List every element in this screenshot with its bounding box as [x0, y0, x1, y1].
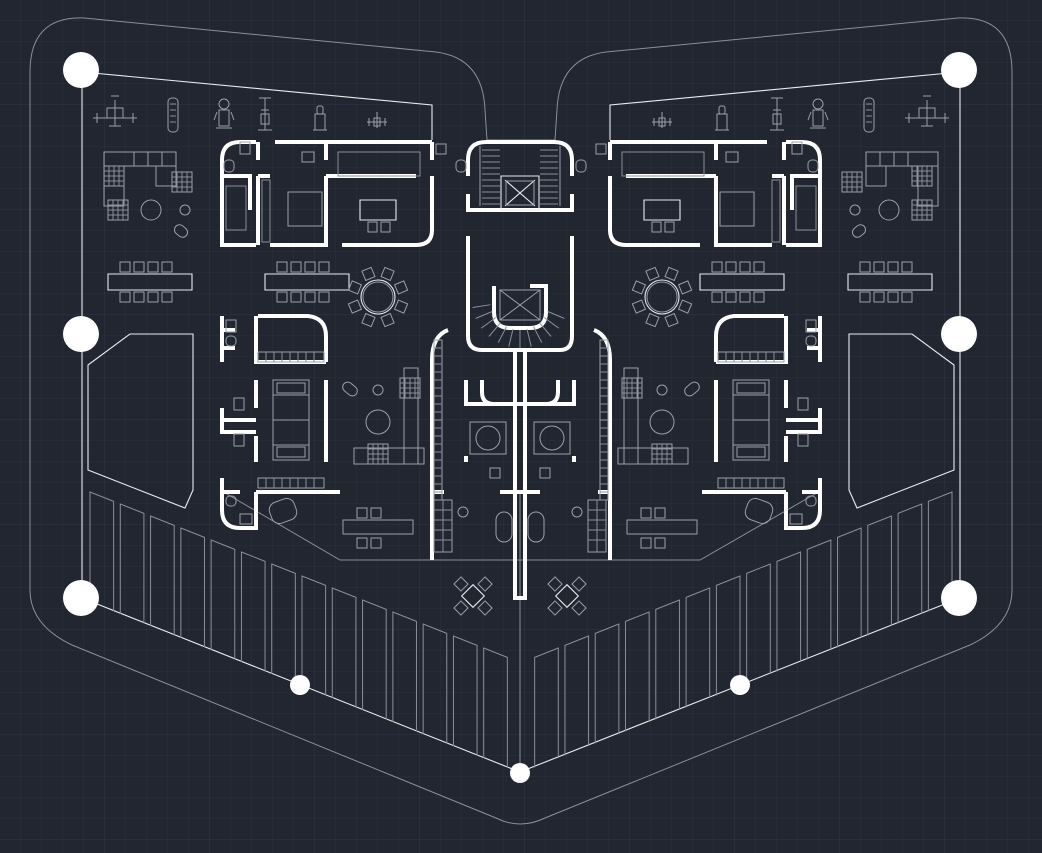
parking-bay	[393, 612, 417, 731]
column-marker-icon[interactable]	[290, 675, 310, 695]
parking-bay	[363, 600, 387, 719]
parking-bay	[898, 504, 922, 623]
parking-bay	[181, 528, 205, 647]
stair-icon	[501, 176, 539, 210]
column-marker-icon[interactable]	[63, 580, 99, 616]
parking-bay	[928, 492, 952, 611]
parking-bay	[656, 600, 680, 719]
parking-bay	[868, 516, 892, 635]
dining-table-icon	[632, 267, 691, 326]
parking-bay	[535, 648, 559, 767]
parking-bay	[626, 612, 650, 731]
layer-stair-core	[473, 146, 565, 348]
parking-bay	[777, 552, 801, 671]
parking-bay	[686, 588, 710, 707]
parking-bay	[211, 540, 235, 659]
parking-bay	[90, 492, 114, 611]
dining-table-icon	[348, 267, 407, 326]
parking-bay	[120, 504, 144, 623]
column-marker-icon[interactable]	[63, 52, 99, 88]
column-marker-icon[interactable]	[730, 675, 750, 695]
parking-bay	[484, 648, 508, 767]
parking-bay	[241, 552, 265, 671]
parking-bay	[747, 564, 771, 683]
parking-bay	[332, 588, 356, 707]
layer-furniture	[103, 142, 939, 627]
parking-bay	[302, 576, 326, 695]
parking-bay	[595, 624, 619, 743]
column-marker-icon[interactable]	[63, 316, 99, 352]
parking-bay	[453, 636, 477, 755]
column-marker-icon[interactable]	[941, 52, 977, 88]
column-marker-icon[interactable]	[510, 763, 530, 783]
parking-bay	[272, 564, 296, 683]
parking-bay	[838, 528, 862, 647]
parking-bay	[565, 636, 589, 755]
layer-column-markers	[63, 52, 977, 783]
parking-bay	[151, 516, 175, 635]
parking-bay	[423, 624, 447, 743]
column-marker-icon[interactable]	[941, 316, 977, 352]
column-marker-icon[interactable]	[941, 580, 977, 616]
layer-parking-bays	[90, 492, 952, 767]
parking-bay	[807, 540, 831, 659]
parking-bay	[716, 576, 740, 695]
